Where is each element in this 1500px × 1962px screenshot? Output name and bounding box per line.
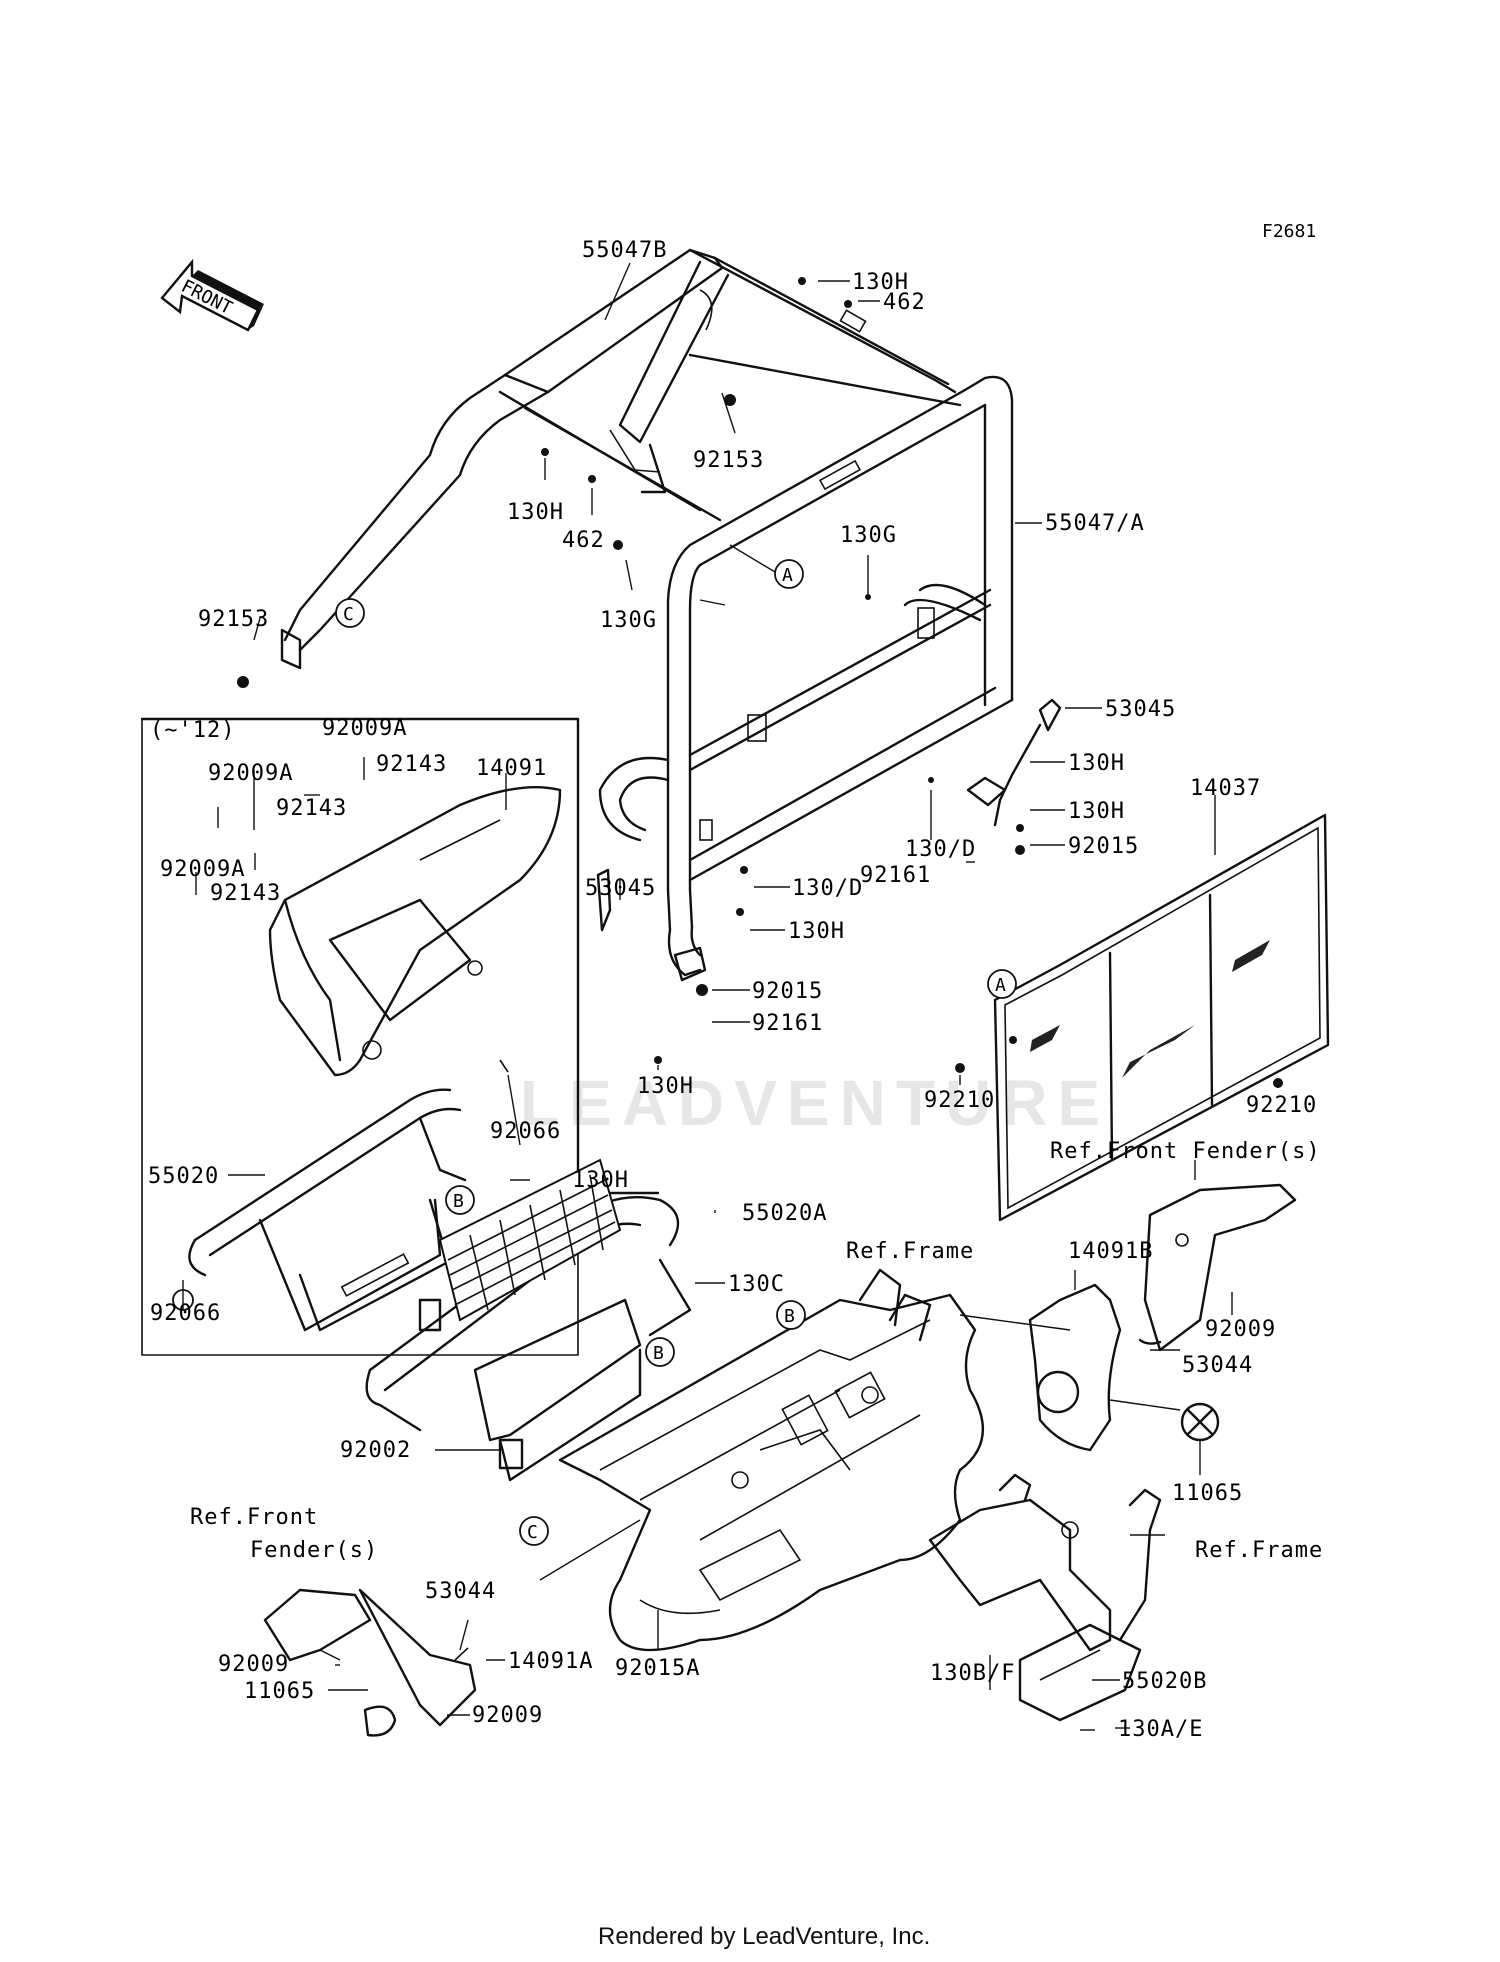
label-92009a-1: 92009A	[322, 716, 407, 741]
label-53045-left: 53045	[585, 876, 656, 901]
front-bumper-55020a	[365, 1158, 692, 1482]
svg-text:A: A	[995, 975, 1006, 996]
label-462-top: 462	[883, 290, 926, 315]
callout-a-panel: A	[987, 969, 1017, 999]
svg-text:B: B	[653, 1343, 664, 1364]
callout-c-bottom: C	[519, 1516, 549, 1546]
label-53044-left: 53044	[425, 1579, 496, 1604]
label-130bf: 130B/F	[930, 1661, 1015, 1686]
label-11065-right: 11065	[1172, 1481, 1243, 1506]
label-ref-front-left-1: Ref.Front	[190, 1505, 318, 1530]
label-92015-r: 92015	[1068, 834, 1139, 859]
front-bumper-55020	[172, 1059, 509, 1332]
label-130h-r1: 130H	[1068, 751, 1125, 776]
front-cover-14091	[268, 785, 562, 1077]
footer-credit: Rendered by LeadVenture, Inc.	[598, 1923, 930, 1950]
label-462-left: 462	[562, 528, 605, 553]
label-92009-left1: 92009	[218, 1652, 289, 1677]
side-cover-14091a	[263, 1588, 477, 1737]
svg-text:A: A	[782, 565, 793, 586]
label-92161-r: 92161	[860, 863, 931, 888]
label-92210-left: 92210	[924, 1088, 995, 1113]
rear-screen-14037	[993, 813, 1330, 1222]
label-53044-right: 53044	[1182, 1353, 1253, 1378]
label-92210-right: 92210	[1246, 1093, 1317, 1118]
label-14091: 14091	[476, 756, 547, 781]
front-arrow-icon: FRONT	[160, 258, 264, 332]
label-92066-top: 92066	[490, 1119, 561, 1144]
variant-box	[140, 717, 660, 1356]
label-14037: 14037	[1190, 776, 1261, 801]
label-variant-box: (~'12)	[150, 718, 235, 743]
label-92143-1: 92143	[376, 752, 447, 777]
label-ref-front-fender-right: Ref.Front Fender(s)	[1050, 1139, 1321, 1164]
part-labels: 55047B 130H 462 92153 130H 462 55047/A 1…	[148, 238, 1323, 1742]
label-130d-l: 130/D	[792, 876, 863, 901]
callout-b-bumper: B	[645, 1337, 675, 1367]
svg-text:B: B	[453, 1191, 464, 1212]
label-92153-top: 92153	[693, 448, 764, 473]
roll-cage-front-55047b	[280, 248, 962, 670]
label-130d-r: 130/D	[905, 837, 976, 862]
label-92009a-2: 92009A	[208, 761, 293, 786]
label-ref-front-left-2: Fender(s)	[250, 1538, 378, 1563]
label-92009-left2: 92009	[472, 1703, 543, 1728]
label-130h-box: 130H	[572, 1168, 629, 1193]
label-130ae: 130A/E	[1118, 1717, 1203, 1742]
label-92143-2: 92143	[276, 796, 347, 821]
figure-code: F2681	[1262, 221, 1316, 242]
callout-c-top: C	[335, 598, 365, 628]
label-55047b: 55047B	[582, 238, 667, 263]
label-92143-3: 92143	[210, 881, 281, 906]
label-92009a-3: 92009A	[160, 857, 245, 882]
label-55047a: 55047/A	[1045, 511, 1145, 536]
svg-text:B: B	[784, 1306, 795, 1327]
label-ref-frame-top: Ref.Frame	[846, 1239, 974, 1264]
latch-hardware	[237, 277, 1283, 1088]
label-11065-left: 11065	[244, 1679, 315, 1704]
label-92153-left: 92153	[198, 607, 269, 632]
callout-a-top: A	[774, 559, 804, 589]
label-92009-right: 92009	[1205, 1317, 1276, 1342]
label-92015-l: 92015	[752, 979, 823, 1004]
label-130h-top: 130H	[852, 270, 909, 295]
callout-b-frame: B	[776, 1300, 806, 1330]
label-14091a: 14091A	[508, 1649, 593, 1674]
svg-text:C: C	[527, 1522, 538, 1543]
label-130h-left: 130H	[507, 500, 564, 525]
label-55020: 55020	[148, 1164, 219, 1189]
label-130h-l: 130H	[788, 919, 845, 944]
label-130h-r2: 130H	[1068, 799, 1125, 824]
label-92002: 92002	[340, 1438, 411, 1463]
watermark: LEADVENTURE	[520, 1067, 1110, 1139]
label-130h-bottom: 130H	[637, 1074, 694, 1099]
skid-plate-55020b	[928, 1473, 1162, 1722]
label-14091b: 14091B	[1068, 1239, 1153, 1264]
leader-lines	[182, 262, 1279, 1731]
callout-b-box: B	[445, 1185, 475, 1215]
label-92015a: 92015A	[615, 1656, 700, 1681]
label-130g-right: 130G	[840, 523, 897, 548]
vehicle-frame	[558, 1268, 984, 1652]
label-ref-frame-right: Ref.Frame	[1195, 1538, 1323, 1563]
label-53045-right: 53045	[1105, 697, 1176, 722]
label-55020b: 55020B	[1122, 1669, 1207, 1694]
label-55020a: 55020A	[742, 1201, 827, 1226]
label-92161-l: 92161	[752, 1011, 823, 1036]
svg-text:C: C	[343, 604, 354, 625]
label-130g-left: 130G	[600, 608, 657, 633]
roll-cage-rear-55047a	[598, 375, 1014, 977]
label-130c: 130C	[728, 1272, 785, 1297]
label-92066-bottom: 92066	[150, 1301, 221, 1326]
bumper-mesh	[447, 1174, 616, 1311]
